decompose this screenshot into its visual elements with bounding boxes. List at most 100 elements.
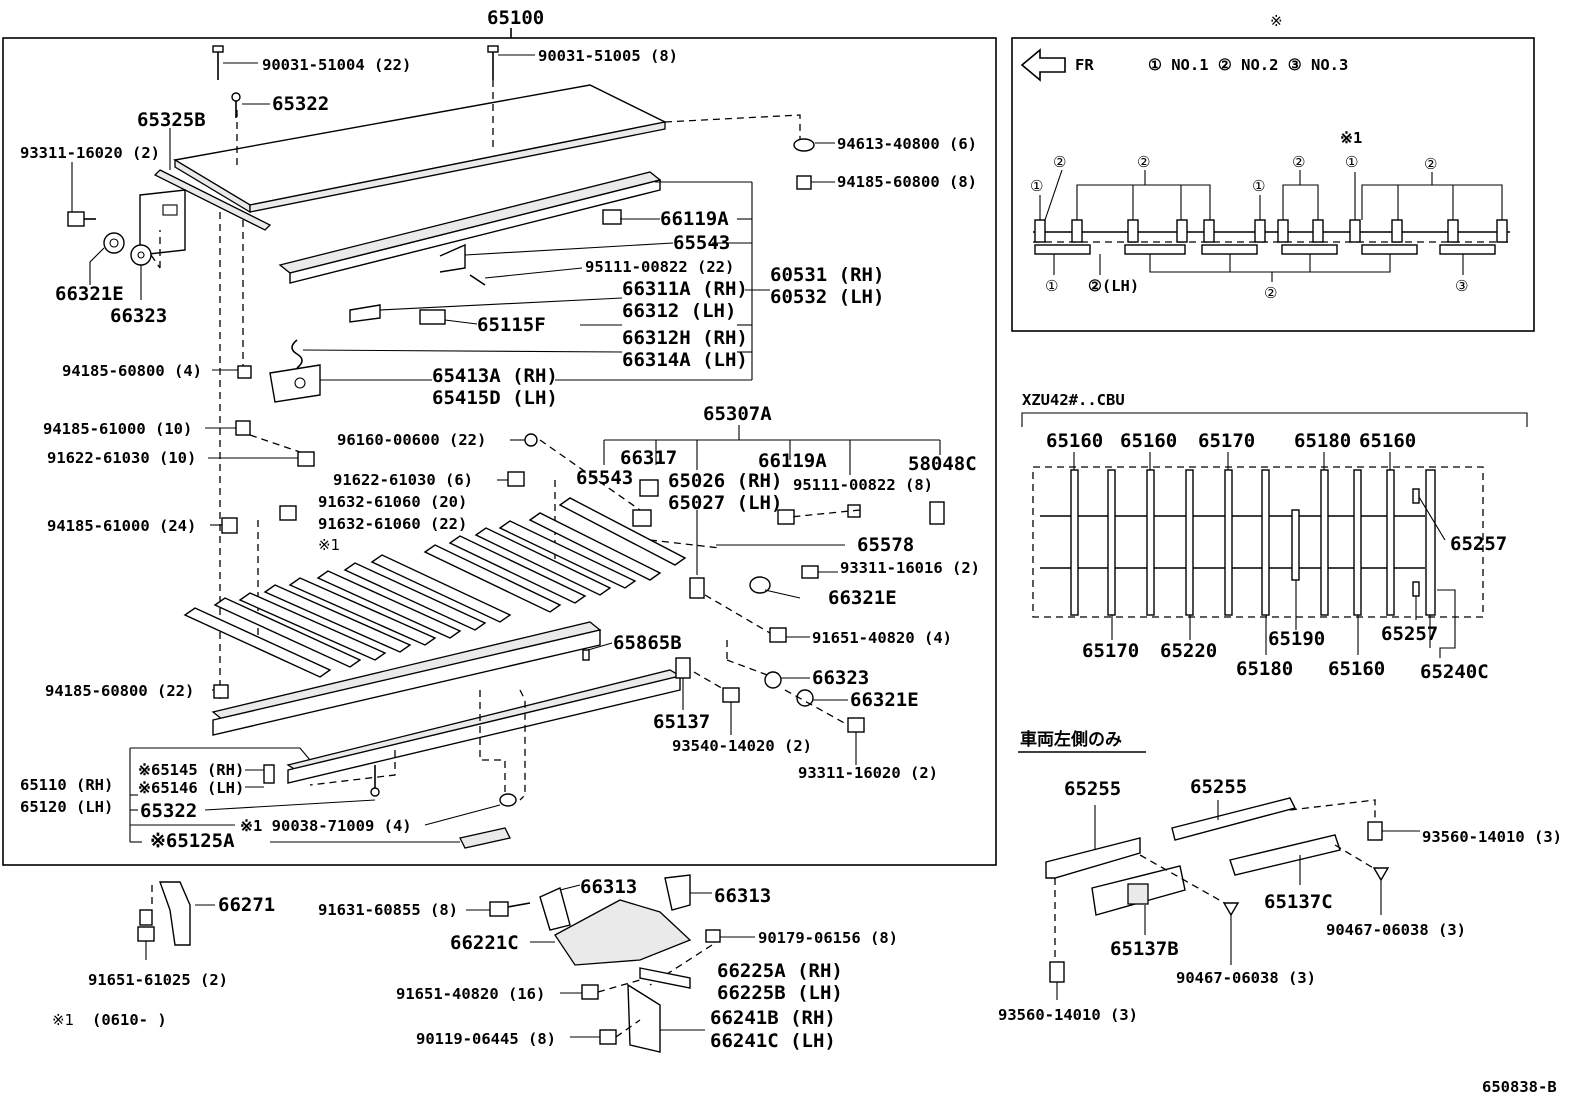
part-label[interactable]: 91622-61030 (6) xyxy=(333,471,473,489)
part-label[interactable]: 65137C xyxy=(1264,891,1333,913)
part-label[interactable]: 65220 xyxy=(1160,640,1217,662)
part-label[interactable]: 91651-61025 (2) xyxy=(88,971,228,989)
part-label[interactable]: 95111-00822 (22) xyxy=(585,258,734,276)
cross-members xyxy=(183,497,687,678)
part-label[interactable]: 66312 (LH) xyxy=(622,300,736,322)
part-label[interactable]: 93560-14010 (3) xyxy=(1422,828,1562,846)
part-label[interactable]: 94613-40800 (6) xyxy=(837,135,977,153)
part-label[interactable]: ※65125A xyxy=(150,830,235,852)
callout-no2: ② xyxy=(1137,153,1150,171)
part-label[interactable]: 66317 xyxy=(620,447,677,469)
part-label[interactable]: 90467-06038 (3) xyxy=(1176,969,1316,987)
inset-legend: ① NO.1 ② NO.2 ③ NO.3 xyxy=(1148,56,1348,74)
part-label[interactable]: 96160-00600 (22) xyxy=(337,431,486,449)
part-label[interactable]: 65255 xyxy=(1190,776,1247,798)
part-label[interactable]: 65160 xyxy=(1120,430,1177,452)
part-label[interactable]: 65415D (LH) xyxy=(432,387,558,409)
part-label[interactable]: 66271 xyxy=(218,894,275,916)
part-label[interactable]: 90031-51005 (8) xyxy=(538,47,678,65)
part-label[interactable]: 58048C xyxy=(908,453,977,475)
part-label[interactable]: 93311-16020 (2) xyxy=(798,764,938,782)
part-label[interactable]: 94185-61000 (24) xyxy=(47,517,196,535)
part-label[interactable]: 66323 xyxy=(110,305,167,327)
part-label[interactable]: 65160 xyxy=(1046,430,1103,452)
part-label[interactable]: ※1 90038-71009 (4) xyxy=(240,817,412,835)
part-label[interactable]: 65865B xyxy=(613,632,682,654)
part-label[interactable]: 65170 xyxy=(1198,430,1255,452)
part-label[interactable]: 66314A (LH) xyxy=(622,349,748,371)
part-label[interactable]: 94185-61000 (10) xyxy=(43,420,192,438)
part-label[interactable]: 65257 xyxy=(1450,533,1507,555)
part-label[interactable]: 94185-60800 (4) xyxy=(62,362,202,380)
part-label[interactable]: 93311-16020 (2) xyxy=(20,144,160,162)
part-label[interactable]: 60532 (LH) xyxy=(770,286,884,308)
part-label[interactable]: 65027 (LH) xyxy=(668,492,782,514)
part-label[interactable]: 66221C xyxy=(450,932,519,954)
part-label[interactable]: 65413A (RH) xyxy=(432,365,558,387)
inset-mid-title: XZU42#..CBU xyxy=(1022,391,1125,409)
part-label[interactable]: 65137 xyxy=(653,711,710,733)
part-label[interactable]: 65120 (LH) xyxy=(20,798,113,816)
part-label[interactable]: 91632-61060 (20) xyxy=(318,493,467,511)
part-label[interactable]: 91651-40820 (16) xyxy=(396,985,545,1003)
part-label[interactable]: 65325B xyxy=(137,109,206,131)
part-label[interactable]: 90179-06156 (8) xyxy=(758,929,898,947)
part-label[interactable]: 65190 xyxy=(1268,628,1325,650)
part-label[interactable]: 65257 xyxy=(1381,623,1438,645)
part-label[interactable]: 65180 xyxy=(1236,658,1293,680)
part-label[interactable]: 94185-60800 (8) xyxy=(837,173,977,191)
part-label[interactable]: 65322 xyxy=(272,93,329,115)
part-label[interactable]: 66321E xyxy=(850,689,919,711)
part-label[interactable]: 66313 xyxy=(714,885,771,907)
part-label[interactable]: 65307A xyxy=(703,403,772,425)
part-label[interactable]: 65180 xyxy=(1294,430,1351,452)
part-label[interactable]: 66119A xyxy=(758,450,827,472)
part-label[interactable]: 91622-61030 (10) xyxy=(47,449,196,467)
part-label[interactable]: 65026 (RH) xyxy=(668,470,782,492)
part-label[interactable]: 91631-60855 (8) xyxy=(318,901,458,919)
part-label[interactable]: 95111-00822 (8) xyxy=(793,476,933,494)
part-label[interactable]: 91651-40820 (4) xyxy=(812,629,952,647)
part-label[interactable]: 65578 xyxy=(857,534,914,556)
part-label[interactable]: 65115F xyxy=(477,314,546,336)
part-label[interactable]: ※65145 (RH) xyxy=(138,761,244,779)
part-label[interactable]: 65170 xyxy=(1082,640,1139,662)
part-label[interactable]: 66312H (RH) xyxy=(622,327,748,349)
part-label[interactable]: 66321E xyxy=(828,587,897,609)
part-label[interactable]: 65240C xyxy=(1420,661,1489,683)
part-label[interactable]: 66323 xyxy=(812,667,869,689)
part-label[interactable]: 66119A xyxy=(660,208,729,230)
part-label[interactable]: 90467-06038 (3) xyxy=(1326,921,1466,939)
part-label[interactable]: 66241B (RH) xyxy=(710,1007,836,1029)
part-label[interactable]: 93560-14010 (3) xyxy=(998,1006,1138,1024)
part-label[interactable]: 66321E xyxy=(55,283,124,305)
part-label[interactable]: 65543 xyxy=(673,232,730,254)
part-label[interactable]: 90119-06445 (8) xyxy=(416,1030,556,1048)
callout-no1: ① xyxy=(1345,153,1358,171)
part-label[interactable]: 66225A (RH) xyxy=(717,960,843,982)
part-label[interactable]: 90031-51004 (22) xyxy=(262,56,411,74)
bolt-icon xyxy=(722,687,740,703)
part-label[interactable]: 65160 xyxy=(1328,658,1385,680)
washer-icon xyxy=(793,138,815,152)
part-label[interactable]: 93540-14020 (2) xyxy=(672,737,812,755)
part-label[interactable]: 65543 xyxy=(576,467,633,489)
part-label[interactable]: 66313 xyxy=(580,876,637,898)
footnote-marker: ※1 xyxy=(52,1011,74,1029)
part-label[interactable]: 91632-61060 (22) xyxy=(318,515,467,533)
part-label[interactable]: 93311-16016 (2) xyxy=(840,559,980,577)
part-label[interactable]: 66225B (LH) xyxy=(717,982,843,1004)
part-label[interactable]: 60531 (RH) xyxy=(770,264,884,286)
part-label[interactable]: 65160 xyxy=(1359,430,1416,452)
part-label[interactable]: 66241C (LH) xyxy=(710,1030,836,1052)
part-label[interactable]: 65322 xyxy=(140,800,197,822)
nut-icon xyxy=(221,517,238,534)
washer-icon xyxy=(749,576,771,594)
callout-no1: ① xyxy=(1252,177,1265,195)
part-label[interactable]: 65137B xyxy=(1110,938,1179,960)
part-label[interactable]: 66311A (RH) xyxy=(622,278,748,300)
part-label[interactable]: 94185-60800 (22) xyxy=(45,682,194,700)
part-label[interactable]: ※65146 (LH) xyxy=(138,779,244,797)
part-label[interactable]: 65110 (RH) xyxy=(20,776,113,794)
part-label[interactable]: 65255 xyxy=(1064,778,1121,800)
